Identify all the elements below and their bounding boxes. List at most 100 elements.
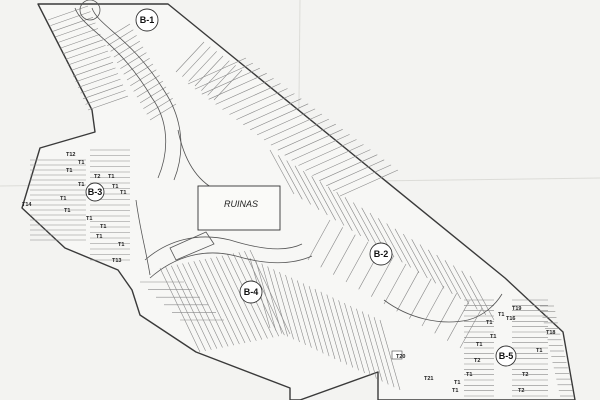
lot-label-right-5: T18 (546, 330, 555, 336)
lot-lines (30, 5, 574, 397)
lot-label-left-7: T1 (112, 184, 118, 190)
lot-line (338, 300, 359, 371)
lot-line (419, 244, 445, 289)
lot-line (136, 80, 164, 98)
lot-label-right-9: T2 (474, 358, 480, 364)
block-b3-circle (85, 182, 105, 202)
lot-line (453, 265, 478, 310)
lot-line (411, 239, 436, 284)
lot-line (207, 65, 236, 96)
lot-line (269, 149, 295, 195)
lot-label-right-4: T16 (506, 316, 515, 322)
lot-line (50, 11, 91, 26)
lot-line (70, 56, 111, 71)
lot-line (75, 67, 116, 83)
lot-line (243, 98, 302, 125)
lot-line (65, 45, 106, 60)
lot-line (394, 228, 420, 273)
lot-label-left-13: T1 (100, 224, 106, 230)
block-markers: B-1 B-2 B-3 B-4 B-5 (85, 8, 517, 367)
lot-line (436, 254, 461, 300)
lot-label-right-13: T20 (396, 354, 405, 360)
block-b2-label: B-2 (374, 249, 389, 259)
lot-line (469, 275, 495, 321)
lot-line (396, 271, 419, 312)
lot-line (344, 303, 365, 374)
lot-line (143, 92, 170, 109)
lot-line (312, 149, 371, 176)
lot-line (123, 58, 150, 75)
lot-line (146, 98, 173, 115)
lot-label-right-10: T1 (466, 372, 472, 378)
lot-line (110, 35, 137, 52)
block-b1-circle (135, 8, 159, 32)
lot-line (236, 93, 295, 120)
lot-line (201, 67, 260, 95)
lot-label-left-5: T1 (108, 174, 114, 180)
lot-line (60, 33, 101, 49)
lot-line (297, 280, 318, 351)
lot-line (311, 176, 336, 221)
lot-line (336, 191, 361, 237)
lot-line (353, 202, 378, 247)
lot-label-right-14: T21 (424, 376, 433, 382)
lot-line (409, 278, 432, 319)
block-b3-label: B-3 (88, 187, 103, 197)
lot-label-right-1: T19 (512, 306, 521, 312)
lot-line (210, 257, 251, 343)
lot-line (103, 23, 131, 41)
lot-line (459, 307, 483, 349)
lot-line (194, 55, 224, 87)
ruins-label: RUINAS (224, 199, 258, 209)
lot-line (204, 258, 246, 344)
lot-label-left-8: T1 (120, 190, 126, 196)
lot-line (208, 73, 267, 100)
block-b4-marker: B-4 (239, 280, 263, 304)
lot-line (193, 261, 235, 346)
lot-line (279, 272, 300, 343)
lot-line (314, 288, 336, 360)
lot-label-left-4: T2 (94, 174, 100, 180)
lot-line (356, 308, 377, 379)
lot-line (378, 218, 403, 263)
lot-line (256, 108, 316, 136)
lot-line (188, 51, 217, 82)
lot-label-left-2: T1 (78, 160, 84, 166)
lot-label-left-1: T12 (66, 152, 75, 158)
lot-line (307, 219, 331, 261)
lot-line (229, 88, 288, 115)
lot-line (303, 170, 328, 216)
lot-line (126, 63, 154, 81)
lot-line (72, 62, 114, 77)
lot-line (133, 75, 160, 92)
lot-line (383, 263, 407, 305)
lot-line (277, 123, 336, 151)
lot-line (344, 197, 370, 242)
lot-line (278, 155, 303, 200)
lot-line (47, 5, 89, 21)
lot-line (165, 266, 206, 352)
block-b2-marker: B-2 (369, 242, 393, 266)
lot-line (244, 250, 285, 336)
lot-line (116, 46, 144, 64)
block-b2-circle (369, 242, 393, 266)
lot-label-left-16: T13 (112, 258, 121, 264)
lot-line (107, 29, 134, 46)
site-boundary (21, 3, 576, 400)
lot-line (194, 62, 254, 90)
lot-line (139, 86, 167, 104)
ruins-outline (197, 185, 281, 231)
lot-line (267, 266, 288, 337)
lot-line (291, 277, 312, 348)
lot-line (379, 319, 401, 391)
lot-line (286, 160, 311, 205)
lot-line (182, 46, 211, 77)
block-b3-marker: B-3 (85, 182, 105, 202)
lot-line (149, 103, 177, 121)
block-b5-circle (495, 345, 517, 367)
lot-line (175, 41, 205, 73)
lot-label-right-15: T1 (452, 388, 458, 394)
